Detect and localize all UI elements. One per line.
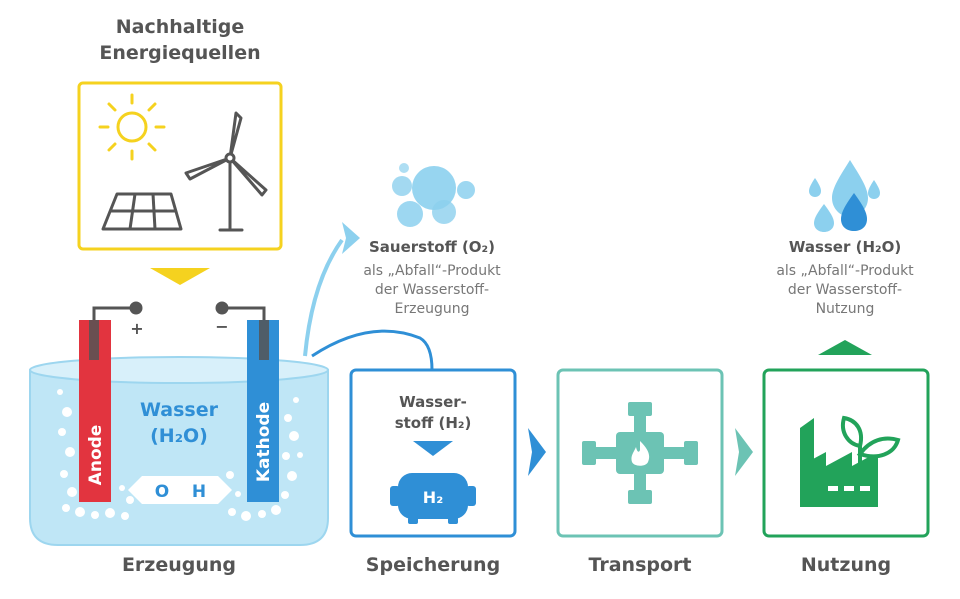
water-label-line2: (H₂O) (150, 425, 208, 447)
energy-title-line1: Nachhaltige (116, 16, 244, 38)
sun-icon (98, 93, 166, 161)
stage-label-nutzung: Nutzung (801, 554, 891, 576)
oxygen-desc-line2: der Wasserstoff- (375, 282, 489, 298)
kathode-label: Kathode (254, 402, 274, 482)
tank-label: H₂ (423, 488, 443, 507)
ion-h-label: H (192, 482, 206, 502)
water-label-line1: Wasser (140, 399, 219, 421)
hydrogen-tank-icon (390, 473, 476, 524)
tank-to-storage-pipe (311, 329, 434, 371)
oxygen-desc-line3: Erzeugung (395, 301, 470, 317)
sprout-icon (841, 415, 901, 468)
arrow-storage-to-transport (528, 428, 546, 476)
energy-title-line2: Energiequellen (99, 42, 260, 64)
water-output-desc-line1: als „Abfall“-Produkt (776, 263, 914, 279)
nutzung-arrow-up (818, 340, 872, 355)
bubbles (57, 389, 303, 521)
stage-label-transport: Transport (588, 554, 691, 576)
storage-label-line2: stoff (H₂) (395, 414, 472, 432)
water-output-desc-line2: der Wasserstoff- (788, 282, 902, 298)
oxygen-desc-line1: als „Abfall“-Produkt (363, 263, 501, 279)
oxygen-flow-arrow (303, 238, 344, 357)
solar-panel-icon (101, 192, 183, 231)
energy-arrow-down (150, 268, 210, 285)
flame-icon (631, 441, 650, 466)
water-output-label: Wasser (H₂O) (789, 238, 901, 256)
wind-turbine-icon (184, 111, 268, 232)
storage-label-line1: Wasser- (399, 393, 467, 411)
factory-windows (828, 486, 870, 491)
oxygen-label: Sauerstoff (O₂) (369, 238, 495, 256)
oxygen-bubbles-icon (392, 163, 475, 227)
minus-sign: − (215, 317, 228, 336)
ion-o-label: O (155, 482, 169, 502)
water-output-desc-line3: Nutzung (816, 301, 875, 317)
ion-arrow (128, 476, 232, 504)
pipeline-junction-icon (582, 402, 698, 504)
nutzung-box (762, 368, 930, 538)
anode-label: Anode (86, 425, 106, 486)
stage-label-erzeugung: Erzeugung (122, 554, 236, 576)
arrow-transport-to-nutzung (735, 428, 753, 476)
water-drops-icon (809, 160, 880, 232)
stage-label-speicherung: Speicherung (366, 554, 500, 576)
storage-arrow-down (413, 441, 453, 456)
oxygen-arrowhead (342, 222, 360, 254)
plus-sign: + (130, 319, 143, 338)
